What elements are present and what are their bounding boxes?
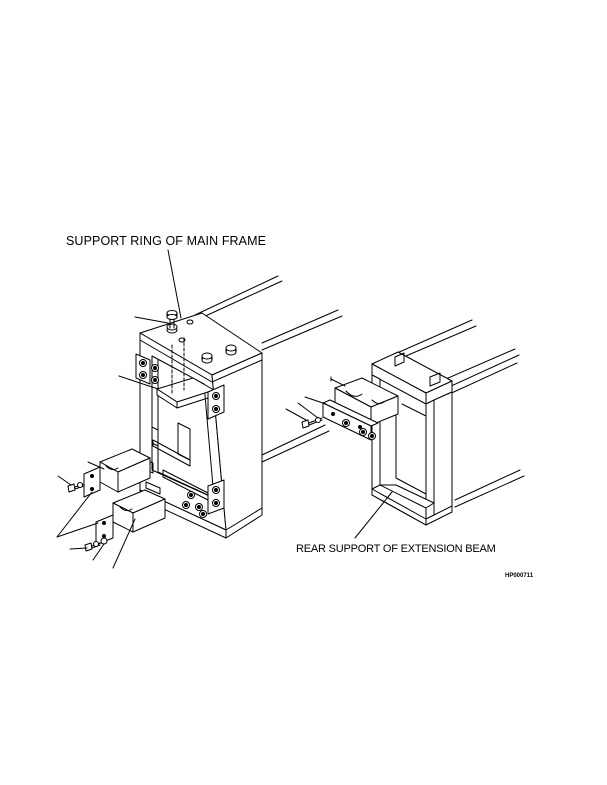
rear-support-label: REAR SUPPORT OF EXTENSION BEAM xyxy=(296,543,496,555)
rear-support-extension-beam xyxy=(302,352,452,525)
support-ring-label: SUPPORT RING OF MAIN FRAME xyxy=(66,234,267,248)
drawing-code: HP000711 xyxy=(505,573,534,579)
leader-lines xyxy=(57,250,392,568)
support-ring-main-frame xyxy=(136,313,262,538)
left-exploded-blocks xyxy=(68,449,165,551)
top-bolt xyxy=(167,311,177,329)
